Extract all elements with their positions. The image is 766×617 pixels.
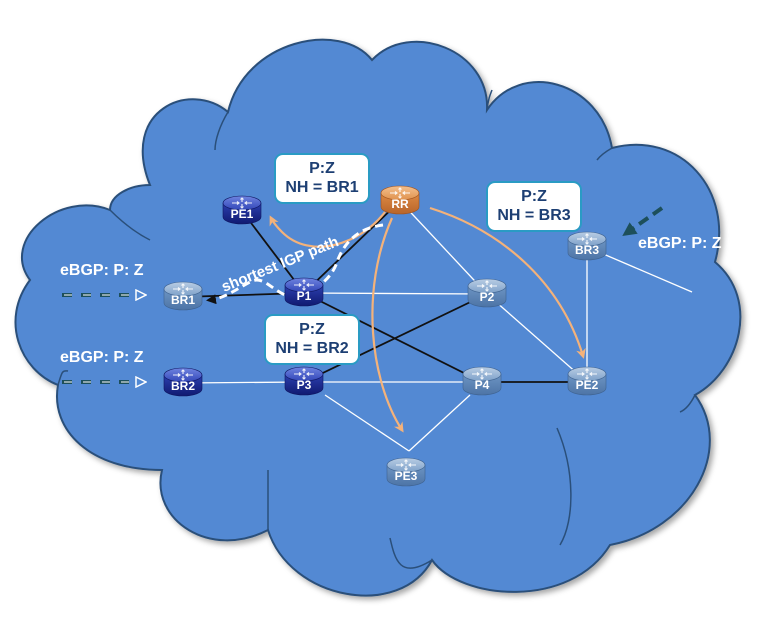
router-top <box>567 366 607 382</box>
link-p3-pe3 <box>324 394 410 452</box>
callout-next-hop: NH = BR3 <box>497 207 571 224</box>
router-top <box>163 281 203 297</box>
router-label: PE3 <box>395 469 418 483</box>
ebgp-label-br1: eBGP: P: Z <box>60 262 144 279</box>
callout-nh-br3: P:Z NH = BR3 <box>486 181 582 232</box>
router-pe1[interactable]: PE1 <box>222 195 262 225</box>
router-arrows-icon <box>173 283 193 295</box>
router-top <box>284 366 324 382</box>
link-p2-pe2 <box>486 293 588 383</box>
shortest-igp-path-arrow <box>206 223 384 305</box>
router-rr[interactable]: RR <box>380 185 420 215</box>
router-arrows-icon <box>294 368 314 380</box>
rr-advertisements-layer <box>269 206 586 433</box>
router-top <box>163 367 203 383</box>
ebgp-label-br3: eBGP: P: Z <box>638 235 722 252</box>
router-arrows-icon <box>577 368 597 380</box>
router-p4[interactable]: P4 <box>462 366 502 396</box>
router-label: BR3 <box>575 243 599 257</box>
router-p1[interactable]: P1 <box>284 277 324 307</box>
rr-advert-arrow-pe2 <box>429 206 586 359</box>
link-p3-p2 <box>303 293 488 383</box>
router-top <box>462 366 502 382</box>
router-top <box>222 195 262 211</box>
link-p1-p4 <box>303 292 483 383</box>
router-arrows-icon <box>173 369 193 381</box>
link-rr-p1 <box>303 200 401 294</box>
router-top <box>284 277 324 293</box>
callout-nh-br1: P:Z NH = BR1 <box>274 153 370 204</box>
rr-advert-arrow-pe3 <box>371 217 404 433</box>
router-label: PE1 <box>231 207 254 221</box>
router-top <box>380 185 420 201</box>
callout-next-hop: NH = BR2 <box>275 340 349 357</box>
router-arrows-icon <box>472 368 492 380</box>
router-label: P3 <box>297 378 312 392</box>
callout-prefix: P:Z <box>521 188 547 205</box>
router-arrows-icon <box>294 279 314 291</box>
router-arrows-icon <box>390 187 410 199</box>
router-label: P4 <box>475 378 490 392</box>
callout-next-hop: NH = BR1 <box>285 179 359 196</box>
ebgp-label-br2: eBGP: P: Z <box>60 349 144 366</box>
router-top <box>467 278 507 294</box>
router-label: P1 <box>297 289 312 303</box>
network-cloud <box>14 38 742 597</box>
router-label: RR <box>391 197 409 211</box>
router-arrows-icon <box>232 197 252 209</box>
link-br2-p3 <box>182 381 305 384</box>
ebgp-arrow-br3 <box>622 206 664 237</box>
router-p3[interactable]: P3 <box>284 366 324 396</box>
router-arrows-icon <box>477 280 497 292</box>
router-label: BR1 <box>171 293 195 307</box>
router-label: PE2 <box>576 378 599 392</box>
router-arrows-icon <box>396 459 416 471</box>
link-p4-pe3 <box>408 394 471 452</box>
link-p1-p2 <box>303 292 488 295</box>
router-pe2[interactable]: PE2 <box>567 366 607 396</box>
router-label: P2 <box>480 290 495 304</box>
router-pe3[interactable]: PE3 <box>386 457 426 487</box>
router-br1[interactable]: BR1 <box>163 281 203 311</box>
router-label: BR2 <box>171 379 195 393</box>
callout-nh-br2: P:Z NH = BR2 <box>264 314 360 365</box>
ebgp-arrows-layer <box>62 206 664 382</box>
router-top <box>386 457 426 473</box>
callout-prefix: P:Z <box>309 160 335 177</box>
router-p2[interactable]: P2 <box>467 278 507 308</box>
cloud-shape <box>14 38 742 597</box>
router-arrows-icon <box>577 233 597 245</box>
rr-advert-arrow-pe1 <box>269 211 386 248</box>
router-br2[interactable]: BR2 <box>163 367 203 397</box>
callout-prefix: P:Z <box>299 321 325 338</box>
link-rr-p2 <box>399 200 488 295</box>
router-br3[interactable]: BR3 <box>567 231 607 261</box>
router-top <box>567 231 607 247</box>
